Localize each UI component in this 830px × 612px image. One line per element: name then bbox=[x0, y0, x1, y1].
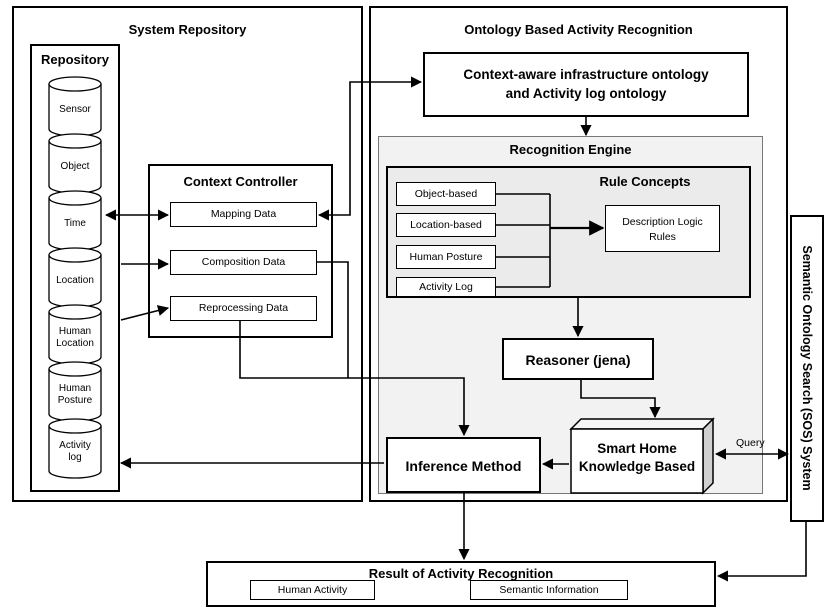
knowledge-base-label: Smart Home Knowledge Based bbox=[571, 440, 703, 476]
activity-log-box: Activity Log bbox=[396, 277, 496, 297]
query-label: Query bbox=[736, 437, 765, 449]
cylinder-label-activity-log: Activity log bbox=[59, 440, 91, 463]
knowledge-line1: Smart Home bbox=[597, 441, 677, 456]
dl-rules-label: Description Logic Rules bbox=[622, 216, 703, 244]
ontology-line1: Context-aware infrastructure ontology bbox=[463, 67, 709, 82]
cylinder-activity-log bbox=[48, 418, 102, 479]
composition-data-label: Composition Data bbox=[201, 256, 286, 268]
activity-log-label: Activity Log bbox=[419, 281, 473, 293]
location-based-box: Location-based bbox=[396, 213, 496, 237]
mapping-data-box: Mapping Data bbox=[170, 202, 317, 227]
activity-recognition-title: Ontology Based Activity Recognition bbox=[464, 22, 693, 37]
context-controller-title: Context Controller bbox=[183, 174, 298, 189]
repository-cylinders bbox=[48, 76, 102, 479]
ontology-box: Context-aware infrastructure ontology an… bbox=[423, 52, 749, 117]
ontology-line2: and Activity log ontology bbox=[505, 86, 667, 101]
semantic-information-box: Semantic Information bbox=[470, 580, 628, 600]
composition-data-box: Composition Data bbox=[170, 250, 317, 275]
cylinder-label-sensor: Sensor bbox=[59, 104, 91, 115]
knowledge-base-3d-box bbox=[569, 417, 715, 495]
human-activity-box: Human Activity bbox=[250, 580, 375, 600]
mapping-data-label: Mapping Data bbox=[210, 208, 277, 220]
reasoner-label: Reasoner (jena) bbox=[525, 352, 631, 368]
cylinder-label-human-posture: Human Posture bbox=[57, 383, 93, 406]
sos-system-box bbox=[790, 215, 824, 522]
reasoner-box: Reasoner (jena) bbox=[502, 338, 654, 380]
human-posture-label: Human Posture bbox=[409, 251, 483, 263]
human-posture-box: Human Posture bbox=[396, 245, 496, 269]
object-based-label: Object-based bbox=[414, 188, 478, 200]
result-title: Result of Activity Recognition bbox=[368, 566, 554, 581]
inference-method-label: Inference Method bbox=[405, 458, 522, 474]
cylinder-label-human-location: Human Location bbox=[56, 326, 94, 349]
cylinder-time bbox=[48, 190, 102, 251]
cylinder-label-time: Time bbox=[64, 218, 86, 229]
cylinder-sensor bbox=[48, 76, 102, 137]
recognition-engine-title: Recognition Engine bbox=[509, 142, 632, 157]
human-activity-label: Human Activity bbox=[277, 584, 348, 596]
rule-concepts-title: Rule Concepts bbox=[599, 174, 691, 189]
inference-method-box: Inference Method bbox=[386, 437, 541, 493]
reprocessing-data-label: Reprocessing Data bbox=[198, 302, 289, 314]
cylinder-location bbox=[48, 247, 102, 308]
system-repository-title: System Repository bbox=[128, 22, 247, 37]
location-based-label: Location-based bbox=[410, 219, 482, 231]
reprocessing-data-box: Reprocessing Data bbox=[170, 296, 317, 321]
semantic-information-label: Semantic Information bbox=[499, 584, 599, 596]
connectors bbox=[104, 76, 807, 582]
cylinder-label-object: Object bbox=[60, 161, 90, 172]
repository-title: Repository bbox=[41, 52, 109, 67]
cylinder-human-posture bbox=[48, 361, 102, 422]
dl-rules-box: Description Logic Rules bbox=[605, 205, 720, 252]
cylinder-label-location: Location bbox=[56, 275, 94, 286]
knowledge-line2: Knowledge Based bbox=[578, 459, 696, 474]
